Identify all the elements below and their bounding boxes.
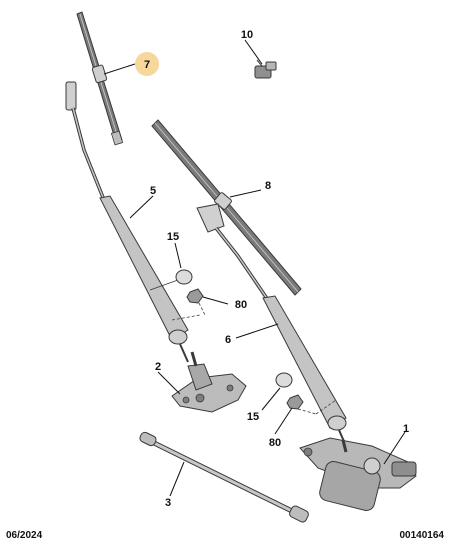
callout-8[interactable]: 8 — [265, 180, 271, 192]
part-5-wiper-arm[interactable] — [65, 81, 201, 363]
callout-80-upper[interactable]: 80 — [235, 299, 247, 311]
callout-10[interactable]: 10 — [241, 29, 253, 41]
part-1-wiper-motor[interactable] — [299, 437, 417, 512]
part-6-wiper-arm[interactable] — [196, 203, 347, 447]
footer-reference: 00140164 — [399, 530, 445, 541]
callout-6[interactable]: 6 — [225, 334, 231, 346]
callout-7-highlight — [135, 52, 159, 76]
callout-1[interactable]: 1 — [403, 423, 409, 435]
part-8-wiper-blade[interactable] — [151, 119, 302, 296]
footer-date: 06/2024 — [6, 530, 43, 541]
part-10-connector[interactable] — [254, 59, 277, 79]
callout-80-lower[interactable]: 80 — [269, 437, 281, 449]
callout-3[interactable]: 3 — [165, 497, 171, 509]
part-7-wiper-blade[interactable] — [76, 11, 124, 146]
part-80-nut-upper[interactable] — [186, 288, 206, 316]
leader-lines — [103, 39, 406, 497]
callout-15-upper[interactable]: 15 — [167, 231, 179, 243]
part-3-linkage-rod[interactable] — [139, 431, 310, 523]
part-80-nut-lower[interactable] — [286, 394, 317, 415]
part-2-pivot-bracket[interactable] — [171, 351, 247, 413]
callout-15-lower[interactable]: 15 — [247, 411, 259, 423]
callout-7[interactable]: 7 — [144, 59, 150, 71]
callout-5[interactable]: 5 — [150, 185, 156, 197]
part-15-cap-upper[interactable] — [175, 269, 193, 285]
callout-2[interactable]: 2 — [155, 361, 161, 373]
part-15-cap-lower[interactable] — [275, 372, 293, 388]
